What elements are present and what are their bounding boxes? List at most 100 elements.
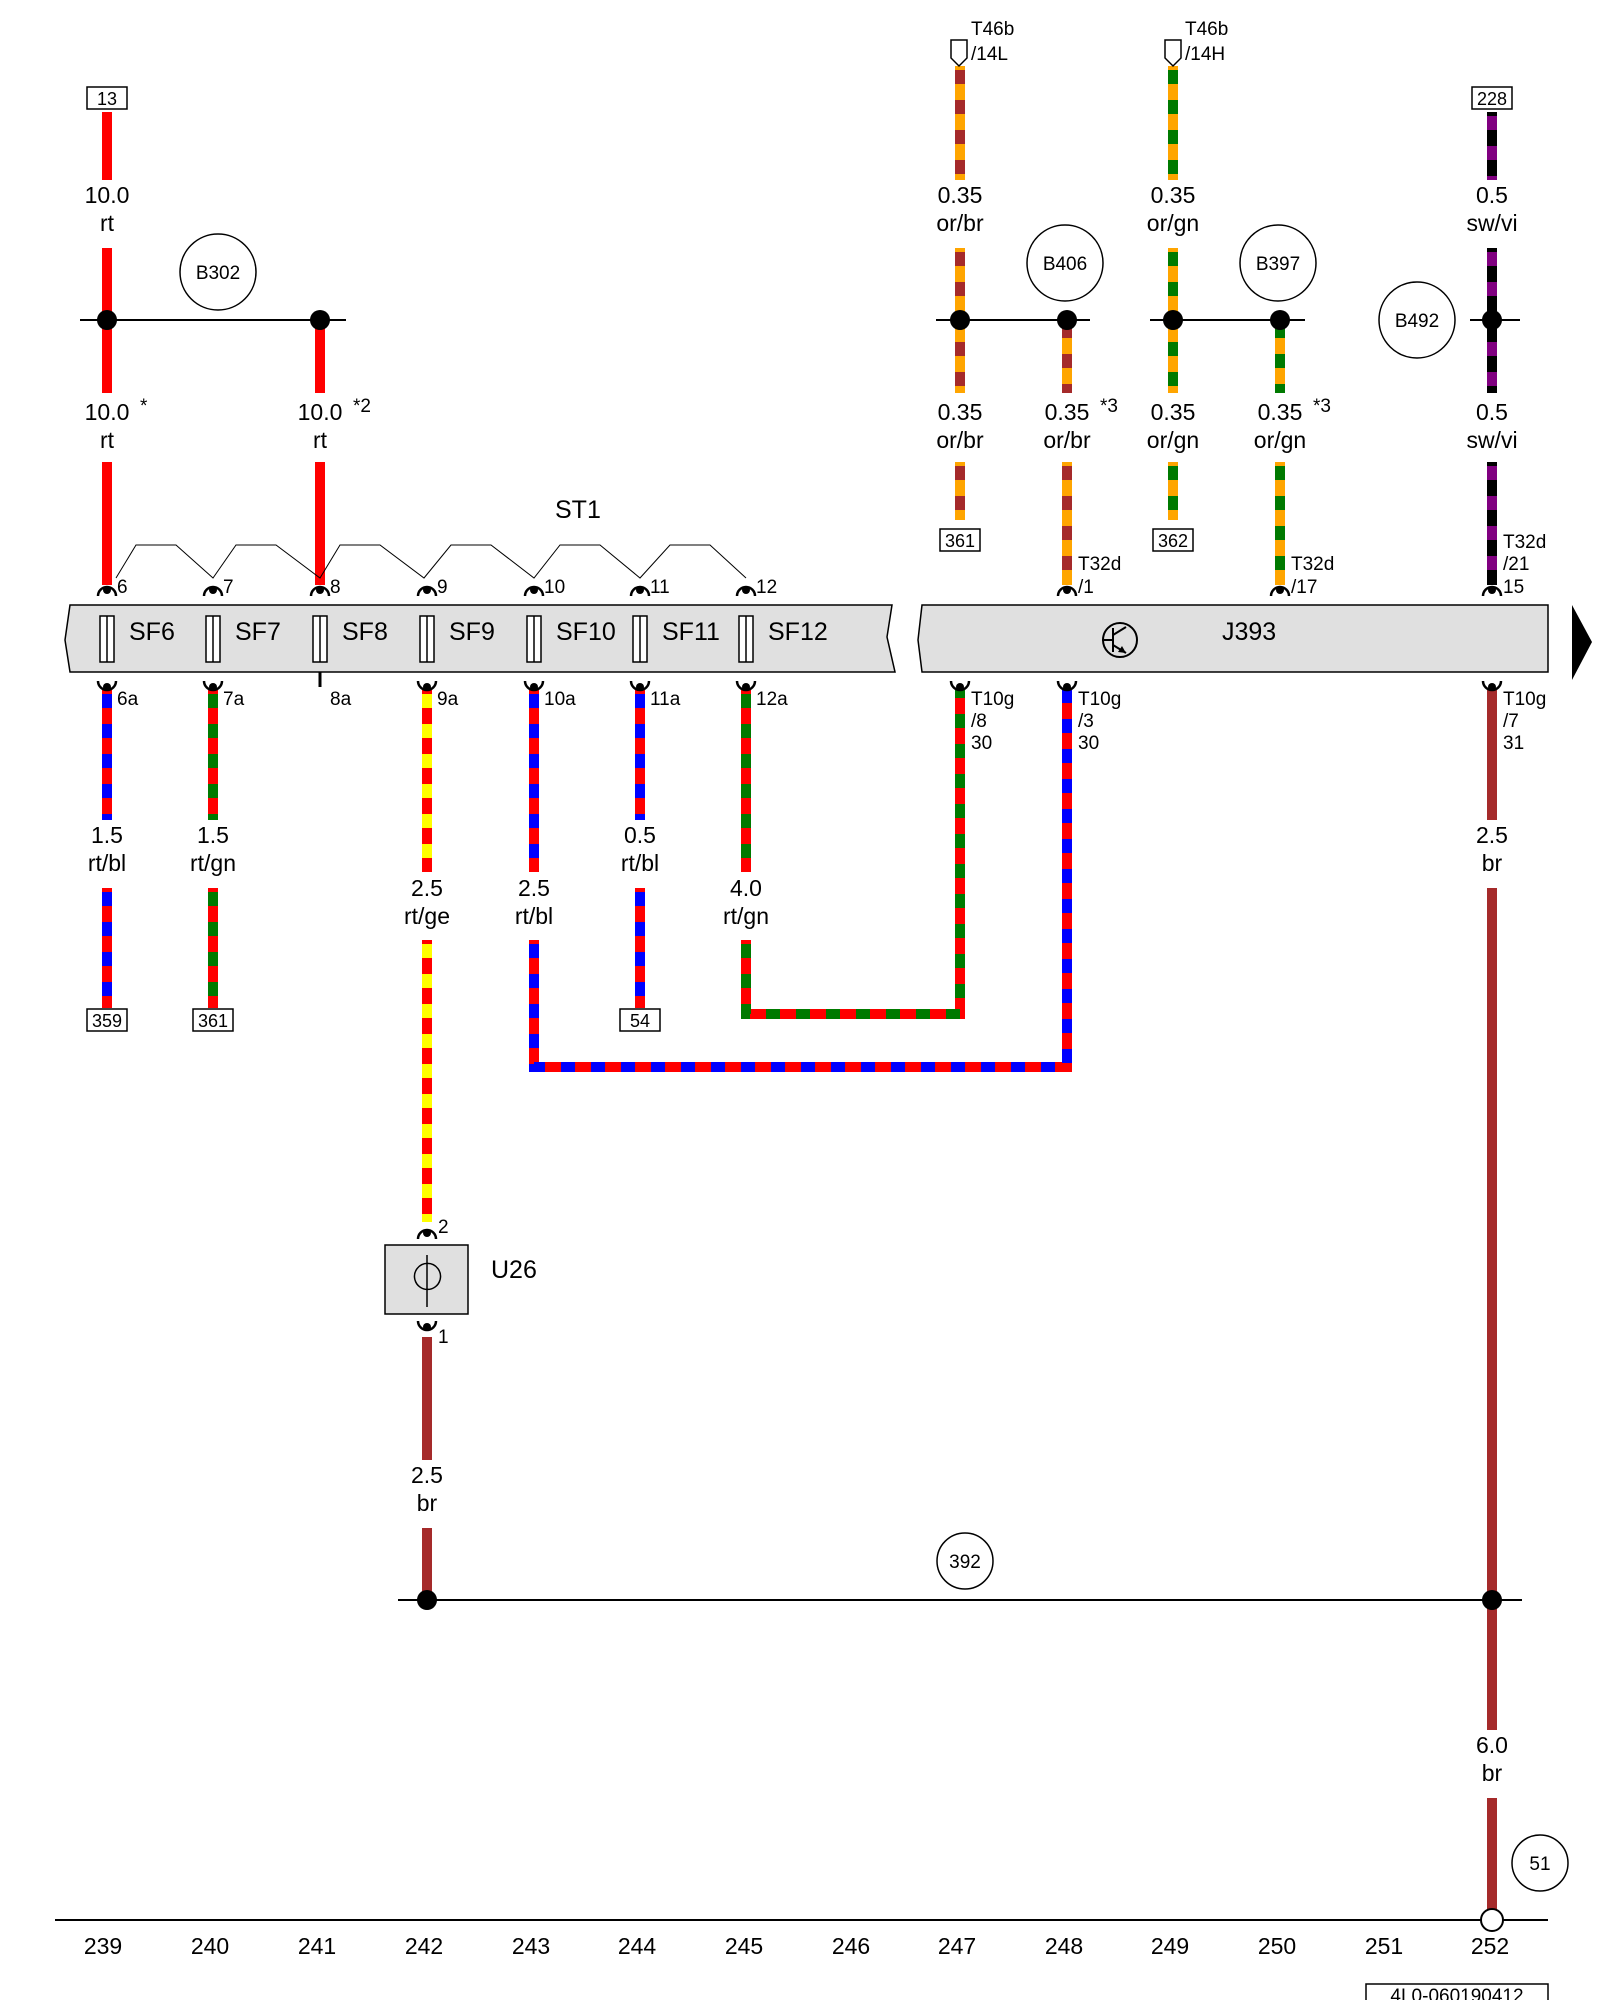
connector-label: /14H: [1185, 44, 1225, 65]
column-number: 245: [725, 1933, 763, 1959]
wire-stripe: [529, 690, 1072, 1072]
pin-dot: [530, 586, 538, 594]
wire-size: 0.35: [938, 182, 983, 208]
wire-color: or/gn: [1147, 210, 1199, 236]
pin-label: 2: [438, 1217, 449, 1238]
connector-label: T46b: [1185, 19, 1228, 40]
wire-color: rt/bl: [515, 903, 553, 929]
pin-dot: [423, 1229, 431, 1237]
diagram-code: 4L0-060190412: [1390, 1986, 1523, 2000]
ref-228-box: [1471, 86, 1513, 110]
wire-color: rt: [100, 210, 115, 236]
wire-color: rt/gn: [190, 850, 236, 876]
column-number: 252: [1471, 1933, 1509, 1959]
pin-label: 6a: [117, 689, 139, 710]
pin-label: 10: [544, 577, 565, 598]
wire-size: 1.5: [91, 822, 123, 848]
wire-note: *2: [353, 396, 371, 417]
pin-dot: [1063, 683, 1071, 691]
svg-text:B302: B302: [196, 263, 240, 284]
pin-label: 10a: [544, 689, 576, 710]
connector-label: 30: [1078, 733, 1099, 754]
ref-54: 54: [630, 1011, 650, 1031]
wire-size: 0.35: [1258, 399, 1303, 425]
ref-361-box: [939, 528, 981, 552]
column-number: 244: [618, 1933, 657, 1959]
control-unit-j393: J393: [917, 604, 1549, 673]
control-unit-label: J393: [1222, 618, 1276, 646]
fuse-label: SF11: [662, 618, 720, 646]
pin-label: 6: [117, 577, 128, 598]
column-number: 249: [1151, 1933, 1189, 1959]
wire-size: 0.35: [1151, 399, 1196, 425]
wire-size: 6.0: [1476, 1732, 1508, 1758]
component-u26-label: U26: [491, 1256, 537, 1284]
fuse-label: SF9: [449, 618, 495, 646]
wire-size: 10.0: [85, 182, 130, 208]
pin-dot: [530, 683, 538, 691]
wire-color: rt: [313, 427, 328, 453]
transistor-icon: [1102, 622, 1138, 658]
ref-13: 13: [97, 89, 117, 109]
connector-label: /17: [1291, 577, 1317, 598]
wire-size: 0.35: [1151, 182, 1196, 208]
wire-note: *: [140, 396, 148, 417]
ground-point-b406: B406: [1026, 224, 1104, 302]
fuse-label: SF6: [129, 618, 175, 646]
wire-size: 2.5: [411, 875, 443, 901]
pin-dot: [209, 683, 217, 691]
wire-color: or/br: [936, 210, 984, 236]
pin-dot: [423, 1323, 431, 1331]
arrow-right-icon[interactable]: [1572, 605, 1592, 680]
ground-point-b302: B302: [179, 233, 257, 311]
wire-color: rt: [100, 427, 115, 453]
pin-label: 9a: [437, 689, 459, 710]
diagram-code-box: [1365, 1983, 1549, 2000]
ref-228: 228: [1477, 89, 1507, 109]
pin-dot: [1063, 586, 1071, 594]
pin-dot: [103, 683, 111, 691]
wire-size: 0.35: [1045, 399, 1090, 425]
connector-label: T10g: [971, 689, 1014, 710]
connector-label: /1: [1078, 577, 1094, 598]
pin-dot: [103, 586, 111, 594]
pin-dot: [1488, 683, 1496, 691]
fuse-label: SF10: [556, 618, 616, 646]
wire-size: 0.5: [1476, 182, 1508, 208]
pin-dot: [742, 586, 750, 594]
fuse-label: SF8: [342, 618, 388, 646]
pin-label: 12: [756, 577, 777, 598]
pin-dot: [956, 683, 964, 691]
wire-stripe: [741, 690, 965, 1019]
svg-text:51: 51: [1529, 1854, 1550, 1875]
fuse-bridges: [115, 544, 747, 579]
bulb-icon: [413, 1255, 442, 1307]
component-u26: U26: [384, 1244, 537, 1315]
pin-dot: [209, 586, 217, 594]
connector-label: 30: [971, 733, 992, 754]
connector-label: /3: [1078, 711, 1094, 732]
ref-54-box: [619, 1008, 661, 1032]
wire-size: 2.5: [518, 875, 550, 901]
wire-note: *3: [1313, 396, 1331, 417]
ref-13-box: [86, 86, 128, 110]
wires: [102, 66, 1497, 1909]
column-number: 242: [405, 1933, 443, 1959]
pin-dot: [742, 683, 750, 691]
connector-label: 31: [1503, 733, 1524, 754]
wire-color: br: [417, 1490, 438, 1516]
column-number: 247: [938, 1933, 976, 1959]
connector-label: /14L: [971, 44, 1008, 65]
wire-color: rt/ge: [404, 903, 450, 929]
pin-dot: [316, 586, 324, 594]
ref-361-box: [192, 1008, 234, 1032]
column-number: 243: [512, 1933, 550, 1959]
ground-terminal-icon: [1480, 1908, 1504, 1932]
svg-text:392: 392: [949, 1552, 981, 1573]
column-number: 248: [1045, 1933, 1083, 1959]
connector-label: T32d: [1078, 554, 1121, 575]
ref-359: 359: [92, 1011, 122, 1031]
pin-dot: [636, 683, 644, 691]
connector-t46b-14l-icon: [950, 39, 968, 68]
